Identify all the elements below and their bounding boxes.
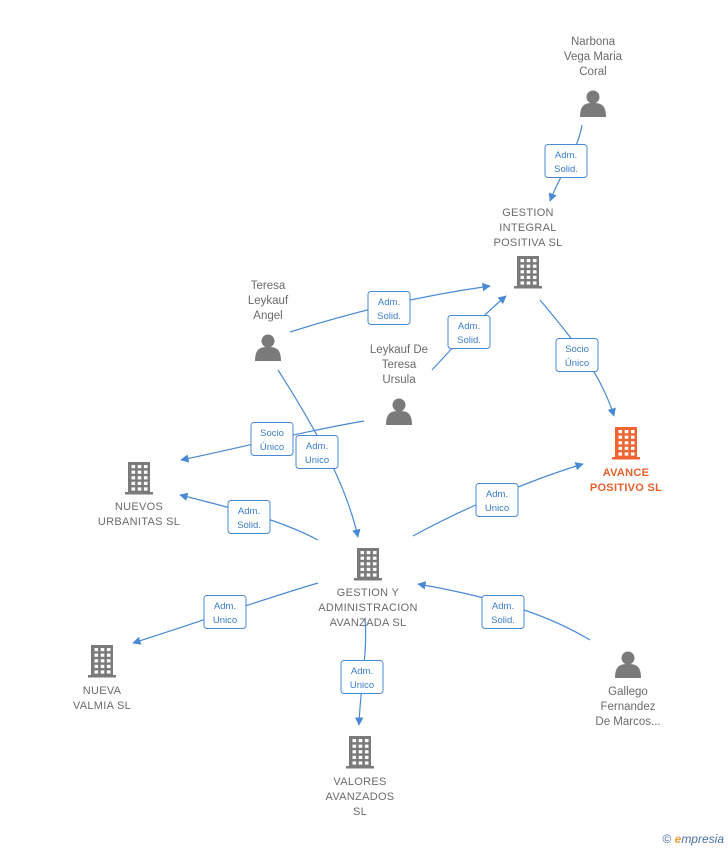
company-label-line: SL [353, 806, 367, 818]
relation-badge[interactable]: Adm. Unico [203, 595, 247, 629]
relation-badge-text: Unico [485, 503, 509, 514]
person-label-line: Teresa [382, 359, 417, 371]
relation-badge[interactable]: Adm. Solid. [544, 144, 588, 178]
relation-badge-text: Adm. [214, 601, 236, 612]
copyright-icon: © [662, 832, 672, 846]
person-label-line: Narbona [571, 36, 616, 48]
relation-badge-text: Único [260, 442, 284, 453]
brand-logo[interactable]: empresia [674, 832, 724, 846]
footer-brand: © empresia [662, 832, 724, 846]
company-label-line: GESTION Y [337, 587, 400, 599]
company-label-line: ADMINISTRACION [318, 602, 418, 614]
building-icon [125, 462, 153, 495]
relation-badge-text: Unico [350, 680, 374, 691]
person-label-line: Vega Maria [564, 51, 623, 63]
relation-badge-text: Solid. [457, 335, 481, 346]
person-icon [580, 90, 606, 117]
person-label-line: Leykauf [248, 295, 289, 307]
person-label-line: Angel [253, 310, 282, 322]
relation-badge-text: Adm. [492, 601, 514, 612]
company-label-line: POSITIVA SL [493, 237, 562, 249]
company-label-line: NUEVA [83, 685, 122, 697]
relation-badge[interactable]: Adm. Unico [340, 660, 384, 694]
relation-badge-text: Adm. [555, 150, 577, 161]
relation-badge-text: Unico [213, 615, 237, 626]
relation-badge[interactable]: Adm. Solid. [447, 315, 491, 349]
company-label-line: GESTION [502, 207, 554, 219]
person-label-line: De Marcos... [595, 716, 660, 728]
relation-badge-text: Adm. [306, 441, 328, 452]
building-icon [346, 736, 374, 769]
building-icon [514, 256, 542, 289]
relation-badge[interactable]: Adm. Solid. [227, 500, 271, 534]
company-label-line: AVANZADOS [326, 791, 395, 803]
relation-badge-text: Solid. [237, 520, 261, 531]
company-label-line: VALORES [333, 776, 386, 788]
relation-badge-text: Adm. [351, 666, 373, 677]
relation-badge-text: Adm. [458, 321, 480, 332]
company-label-line: URBANITAS SL [98, 516, 180, 528]
relation-badge-text: Único [565, 358, 589, 369]
building-icon [354, 548, 382, 581]
relation-badge-text: Adm. [378, 297, 400, 308]
company-node-gestion_admin[interactable]: GESTION Y ADMINISTRACION AVANZADA SL [318, 548, 418, 629]
company-node-gestion_integral[interactable]: GESTION INTEGRAL POSITIVA SL [493, 207, 562, 289]
person-label-line: Fernandez [601, 701, 656, 713]
person-icon [255, 334, 281, 361]
company-label-line: POSITIVO SL [590, 482, 662, 494]
relation-badge-text: Solid. [377, 311, 401, 322]
person-label-line: Leykauf De [370, 344, 428, 356]
person-label-line: Teresa [251, 280, 286, 292]
company-label-line: VALMIA SL [73, 700, 131, 712]
relation-badge[interactable]: Adm. Unico [475, 483, 519, 517]
company-label-line: NUEVOS [115, 501, 163, 513]
relation-badge-text: Solid. [491, 615, 515, 626]
person-icon [386, 398, 412, 425]
relation-badge-text: Solid. [554, 164, 578, 175]
company-label-line: AVANCE [603, 467, 650, 479]
relation-badge-text: Adm. [238, 506, 260, 517]
person-icon [615, 651, 641, 678]
person-label-line: Coral [579, 66, 606, 78]
relation-badge[interactable]: Adm. Solid. [367, 291, 411, 325]
relation-badge-text: Socio [260, 428, 284, 439]
company-label-line: AVANZADA SL [330, 617, 407, 629]
building-icon [88, 645, 116, 678]
company-label-line: INTEGRAL [499, 222, 556, 234]
relation-badge[interactable]: Adm. Unico [295, 435, 339, 469]
building-icon [612, 427, 640, 460]
company-node-valores[interactable]: VALORES AVANZADOS SL [326, 736, 395, 818]
relation-badge-text: Unico [305, 455, 329, 466]
person-label-line: Ursula [382, 374, 416, 386]
company-node-avance[interactable]: AVANCE POSITIVO SL [590, 427, 662, 494]
relation-badge-text: Socio [565, 344, 589, 355]
company-node-nuevos[interactable]: NUEVOS URBANITAS SL [98, 462, 180, 528]
relation-badge-text: Adm. [486, 489, 508, 500]
company-node-nueva[interactable]: NUEVA VALMIA SL [73, 645, 131, 712]
relation-badge[interactable]: Adm. Solid. [481, 595, 525, 629]
person-label-line: Gallego [608, 686, 648, 698]
